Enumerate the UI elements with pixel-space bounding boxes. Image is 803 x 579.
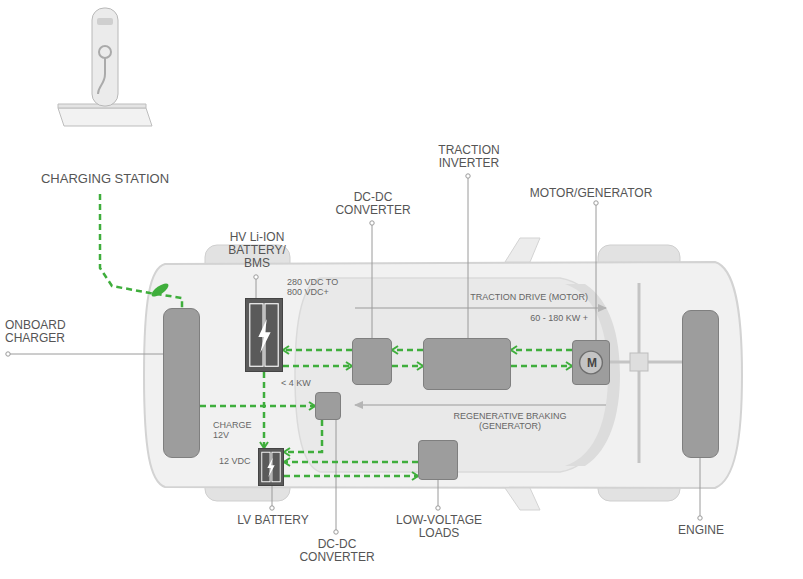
charging-station: CHARGING STATION bbox=[50, 4, 160, 194]
callout-label: MOTOR/GENERATOR bbox=[526, 187, 656, 200]
power-flow bbox=[392, 365, 423, 368]
mirror bbox=[505, 488, 540, 510]
battery-symbol bbox=[246, 299, 282, 371]
flow-label: REGENERATIVE BRAKING (GENERATOR) bbox=[445, 411, 575, 432]
engine: ENGINE bbox=[682, 310, 719, 458]
voltage-note: 280 VDC TO 800 VDC+ bbox=[287, 277, 345, 298]
regen-arrow bbox=[355, 404, 606, 406]
power-flow bbox=[283, 365, 352, 368]
traction-arrow bbox=[355, 307, 606, 309]
callout-label: LOW-VOLTAGE LOADS bbox=[391, 514, 487, 540]
car-body bbox=[144, 262, 742, 488]
leader-line bbox=[256, 279, 257, 298]
leader-line bbox=[468, 178, 469, 338]
differential bbox=[630, 353, 648, 371]
traction-inverter: TRACTION INVERTER bbox=[423, 338, 511, 390]
flow-label: TRACTION DRIVE (MOTOR) bbox=[460, 292, 588, 302]
callout-label: DC-DC CONVERTER bbox=[333, 191, 413, 217]
onboard-charger: ONBOARD CHARGER bbox=[163, 308, 200, 458]
leader-line bbox=[438, 480, 439, 506]
leader-dot bbox=[370, 221, 374, 225]
callout-label: TRACTION INVERTER bbox=[424, 144, 514, 170]
power-flow bbox=[284, 420, 322, 452]
leader-dot bbox=[698, 516, 702, 520]
leader-dot bbox=[466, 174, 470, 178]
callout-label: ONBOARD CHARGER bbox=[5, 319, 85, 345]
voltage-note: 12 VDC bbox=[219, 456, 251, 466]
dc-dc-converter: DC-DC CONVERTER bbox=[315, 392, 341, 420]
front-axle bbox=[638, 283, 641, 463]
callout-label: HV Li-ION BATTERY/ BMS bbox=[217, 231, 297, 271]
power-flow bbox=[263, 372, 266, 448]
callout-label: LV BATTERY bbox=[223, 514, 323, 527]
power-flow bbox=[100, 194, 182, 308]
power-flow bbox=[200, 405, 315, 408]
callout-label: ENGINE bbox=[651, 524, 751, 537]
charging-station-icon bbox=[50, 4, 160, 194]
motor-generator: MOTOR/GENERATORM bbox=[572, 340, 610, 385]
leader-line bbox=[10, 354, 163, 355]
low-voltage-loads: LOW-VOLTAGE LOADS bbox=[418, 440, 458, 480]
power-note: 60 - 180 KW + bbox=[460, 313, 588, 323]
power-flow bbox=[511, 365, 572, 368]
leader-dot bbox=[594, 201, 598, 205]
motor-letter: M bbox=[573, 357, 611, 370]
callout-label: DC-DC CONVERTER bbox=[297, 538, 377, 564]
power-flow bbox=[283, 349, 352, 352]
leader-dot bbox=[436, 506, 440, 510]
power-flow bbox=[511, 349, 572, 352]
windshield bbox=[565, 284, 620, 466]
battery-symbol bbox=[259, 449, 283, 485]
leader-line bbox=[700, 458, 701, 516]
lv-battery: LV BATTERY bbox=[258, 448, 284, 486]
power-note: < 4 KW bbox=[281, 378, 311, 388]
leader-dot bbox=[254, 275, 258, 279]
hv-battery: HV Li-ION BATTERY/ BMS bbox=[245, 298, 283, 372]
power-flow bbox=[284, 461, 418, 464]
voltage-note: CHARGE 12V bbox=[213, 420, 257, 441]
leader-line bbox=[372, 225, 373, 338]
leader-dot bbox=[334, 530, 338, 534]
leader-line bbox=[596, 205, 597, 340]
power-flow bbox=[284, 475, 418, 478]
leader-line bbox=[272, 486, 273, 506]
leader-dot bbox=[6, 352, 10, 356]
mirror bbox=[505, 238, 540, 262]
dc-dc-converter: DC-DC CONVERTER bbox=[352, 338, 392, 385]
power-flow bbox=[392, 349, 423, 352]
callout-label: CHARGING STATION bbox=[40, 172, 170, 186]
leader-dot bbox=[270, 506, 274, 510]
